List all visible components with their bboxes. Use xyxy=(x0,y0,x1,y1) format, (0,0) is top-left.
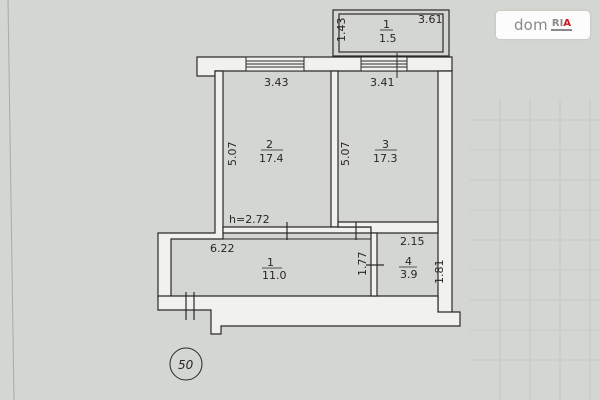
room-3-number: 3 xyxy=(382,138,389,151)
wall-partition-2-3 xyxy=(330,70,339,228)
room-3-area: 17.3 xyxy=(373,152,398,165)
ria-logo-a: RI xyxy=(551,18,564,29)
room-hall-outline xyxy=(170,238,372,297)
wall-right xyxy=(437,70,453,326)
door-marks xyxy=(185,222,384,320)
window-room-2 xyxy=(245,56,305,72)
dim-room-3-height: 5.07 xyxy=(339,142,352,167)
ria-logo-b: A xyxy=(563,18,572,29)
floor-number: 50 xyxy=(178,358,194,372)
paper-grid xyxy=(7,0,600,400)
window-room-3 xyxy=(360,53,408,78)
room-1-top-number: 1 xyxy=(383,18,390,31)
wall-bottom xyxy=(157,295,461,335)
room-2-number: 2 xyxy=(266,138,273,151)
room-outlines xyxy=(170,70,439,297)
room-2-outline xyxy=(222,70,332,228)
ceiling-height-label: h=2.72 xyxy=(229,213,270,226)
dim-room-2-height: 5.07 xyxy=(226,142,239,167)
room-4-area: 3.9 xyxy=(400,268,418,281)
dim-room-4-width: 2.15 xyxy=(400,235,425,248)
dim-hall-height: 1.77 xyxy=(356,252,369,277)
floor-number-circle xyxy=(169,347,203,381)
dim-hall-width: 6.22 xyxy=(210,242,235,255)
ria-logo: RIA xyxy=(550,18,573,31)
room-1-top-area: 1.5 xyxy=(379,32,397,45)
room-hall-area: 11.0 xyxy=(262,269,287,282)
walls xyxy=(157,9,461,335)
wall-left xyxy=(157,70,224,299)
watermark-brand: dom xyxy=(513,16,548,34)
wall-partition-hall xyxy=(222,226,372,234)
dom-ria-watermark: dom RIA xyxy=(496,11,590,39)
dim-room-2-width: 3.43 xyxy=(264,76,289,89)
wall-balcony xyxy=(332,9,450,57)
wall-balcony-inner xyxy=(338,13,444,53)
room-4-number: 4 xyxy=(405,255,412,268)
room-2-area: 17.4 xyxy=(259,152,284,165)
wall-top xyxy=(196,56,453,77)
dim-balcony-height: 1.43 xyxy=(335,18,348,43)
dim-room-3-width: 3.41 xyxy=(370,76,395,89)
dim-balcony-width: 3.61 xyxy=(418,13,443,26)
room-hall-number: 1 xyxy=(267,256,274,269)
dim-room-4-height: 1.81 xyxy=(433,260,446,285)
windows xyxy=(245,53,408,78)
